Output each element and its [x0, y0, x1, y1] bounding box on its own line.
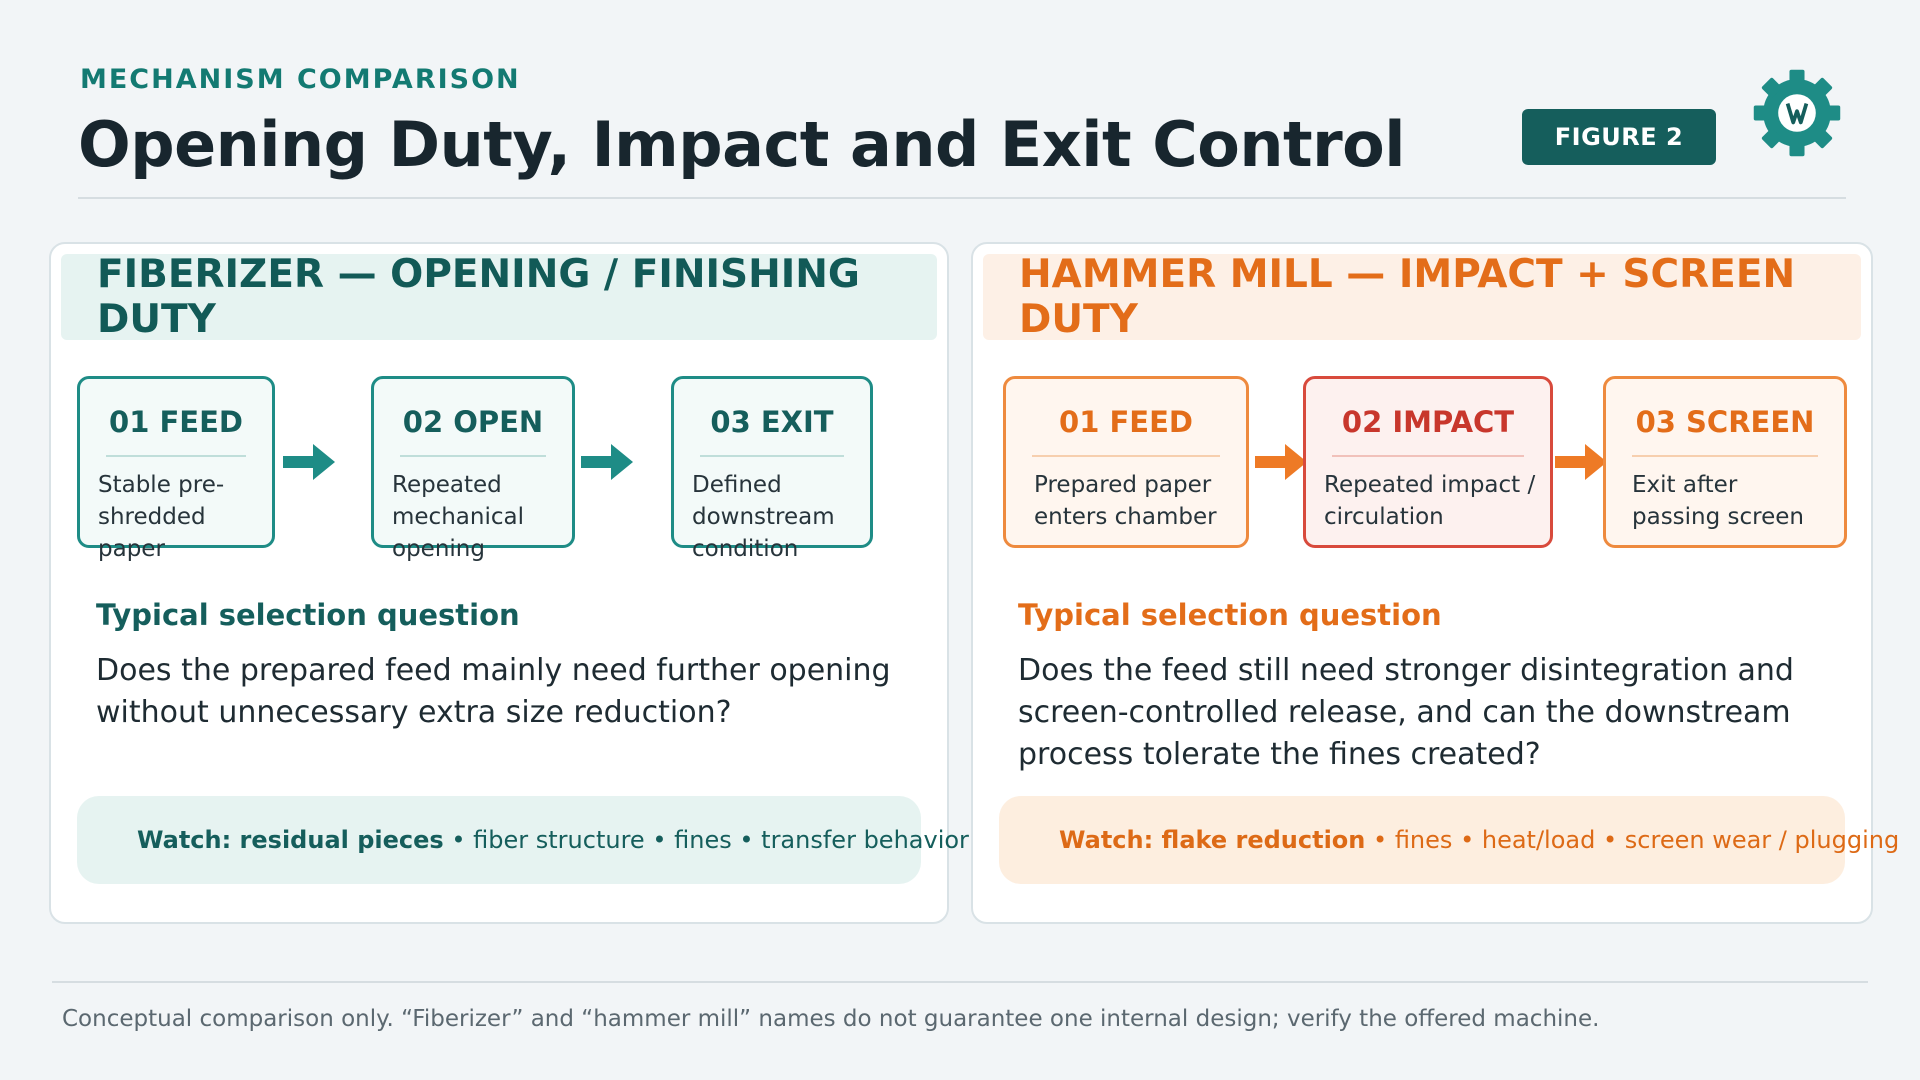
bullet-separator: • [652, 826, 675, 854]
watch-lead: Watch: residual pieces [137, 826, 444, 854]
watch-item: fiber structure [473, 826, 645, 854]
page-title: Opening Duty, Impact and Exit Control [78, 108, 1406, 181]
footer-divider [52, 981, 1868, 983]
step-divider [1032, 455, 1220, 457]
step-description: Prepared paper enters chamber [1034, 472, 1217, 530]
bullet-separator: • [1602, 826, 1625, 854]
selection-question-label: Typical selection question [96, 598, 520, 632]
watch-item: heat/load [1481, 826, 1596, 854]
watch-item: screen wear / plugging [1624, 826, 1900, 854]
step-description: Exit after passing screen [1632, 472, 1804, 530]
step-title: 01 FEED [109, 405, 243, 439]
step-divider [106, 455, 246, 457]
watch-item: fines [674, 826, 732, 854]
fiberizer-heading: FIBERIZER — OPENING / FINISHING DUTY [61, 252, 937, 342]
fiberizer-step-feed: 01 FEED Stable pre-shredded paper [77, 376, 275, 562]
arrow-right-icon [581, 444, 633, 480]
hammer-mill-step-impact: 02 IMPACT Repeated impact / circulation [1303, 376, 1553, 548]
selection-question-label: Typical selection question [1018, 598, 1442, 632]
fiberizer-step-open: 02 OPEN Repeated mechanical opening [371, 376, 575, 562]
bullet-separator: • [1460, 826, 1482, 854]
header-divider [78, 197, 1846, 199]
footnote: Conceptual comparison only. “Fiberizer” … [62, 1006, 1600, 1032]
watch-bar: Watch: residual pieces • fiber structure… [77, 796, 969, 884]
figure-badge: FIGURE 2 [1522, 109, 1716, 165]
arrow-right-icon [1255, 444, 1307, 480]
eyebrow-label: MECHANISM COMPARISON [80, 64, 521, 95]
watch-bar: Watch: flake reduction • fines • heat/lo… [999, 796, 1899, 884]
step-title: 01 FEED [1059, 405, 1193, 439]
arrow-right-icon [1555, 444, 1607, 480]
fiberizer-panel: FIBERIZER — OPENING / FINISHING DUTY 01 … [49, 242, 969, 924]
step-divider [1632, 455, 1818, 457]
bullet-separator: • [739, 826, 762, 854]
watch-text: Watch: flake reduction • fines • heat/lo… [1059, 826, 1899, 854]
step-divider [400, 455, 546, 457]
step-description: Repeated impact / circulation [1324, 472, 1536, 530]
hammer-mill-step-screen: 03 SCREEN Exit after passing screen [1603, 376, 1847, 548]
watch-item: fines [1394, 826, 1453, 854]
gear-logo-icon [1753, 69, 1841, 157]
step-title: 02 OPEN [402, 405, 544, 439]
hammer-mill-heading: HAMMER MILL — IMPACT + SCREEN DUTY [983, 252, 1861, 342]
bullet-separator: • [1373, 826, 1395, 854]
step-divider [1332, 455, 1524, 457]
fiberizer-step-exit: 03 EXIT Defined downstream condition [671, 376, 873, 562]
step-title: 02 IMPACT [1341, 405, 1515, 439]
step-title: 03 SCREEN [1635, 405, 1815, 439]
hammer-mill-panel: HAMMER MILL — IMPACT + SCREEN DUTY 01 FE… [971, 242, 1899, 924]
watch-text: Watch: residual pieces • fiber structure… [137, 826, 969, 854]
step-description: Defined downstream condition [692, 472, 835, 562]
step-description: Stable pre-shredded paper [98, 472, 225, 562]
arrow-right-icon [283, 444, 335, 480]
hammer-mill-step-feed: 01 FEED Prepared paper enters chamber [1003, 376, 1249, 548]
step-description: Repeated mechanical opening [392, 472, 524, 562]
step-divider [700, 455, 844, 457]
watch-lead: Watch: flake reduction [1059, 826, 1366, 854]
step-title: 03 EXIT [710, 405, 834, 439]
selection-question-text: Does the feed still need stronger disint… [1018, 653, 1794, 772]
watch-item: transfer behavior [761, 826, 969, 854]
selection-question-text: Does the prepared feed mainly need furth… [96, 653, 891, 730]
bullet-separator: • [451, 826, 474, 854]
